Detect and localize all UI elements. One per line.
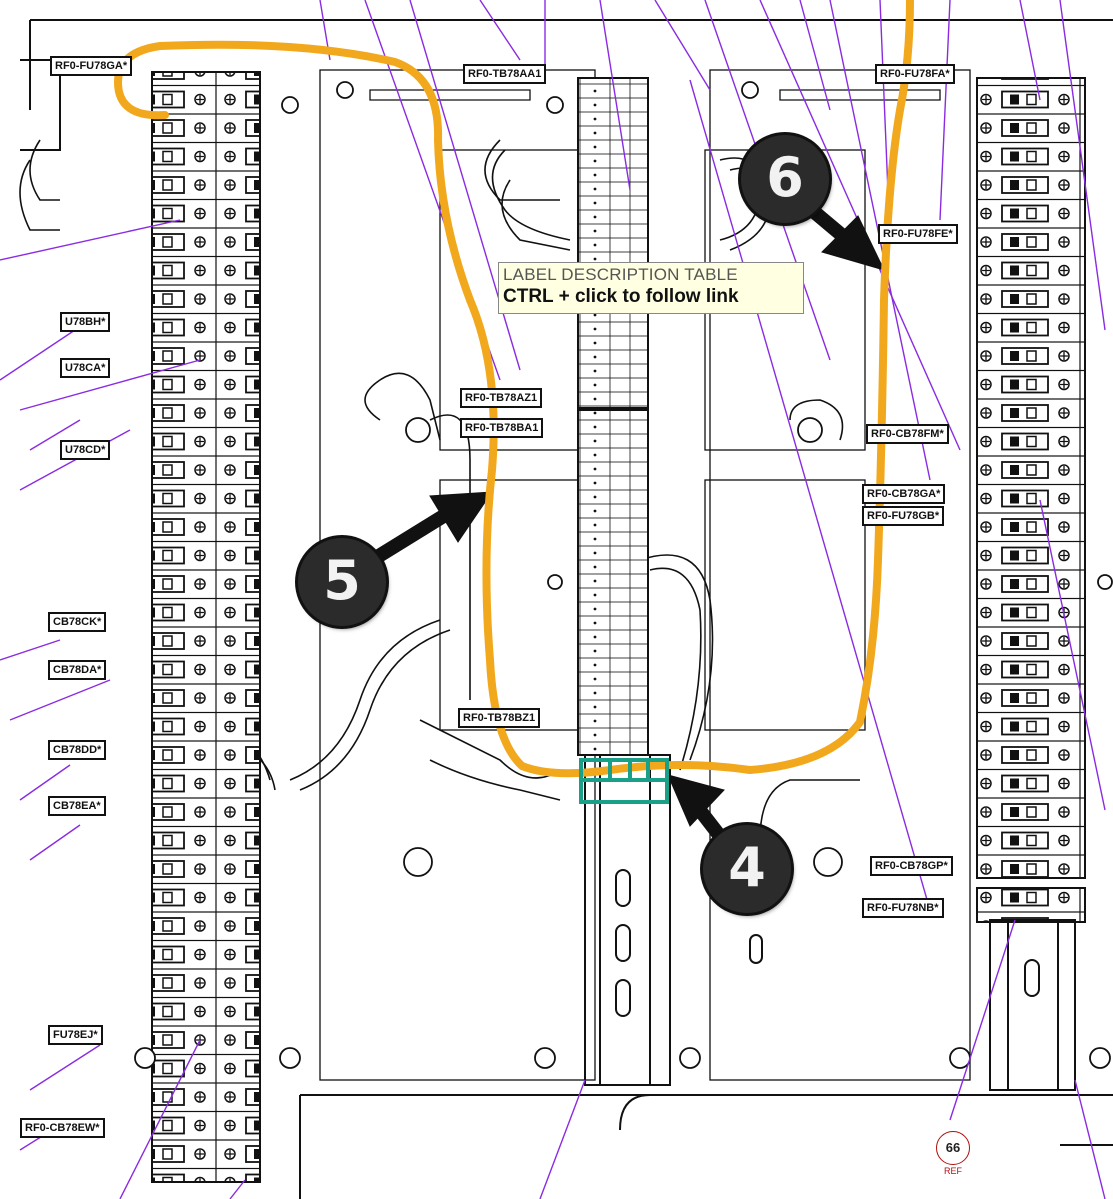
component-tag[interactable]: CB78DD* [48,740,107,760]
component-tag[interactable]: RF0-FU78GA* [50,56,133,76]
reference-label: REF [944,1166,962,1176]
component-tag[interactable]: RF0-TB78AA1 [463,64,547,84]
terminal-block-center-lower [577,409,649,756]
panel-outline [20,19,1113,1199]
component-tag[interactable]: RF0-FU78FA* [875,64,955,84]
component-tag[interactable]: RF0-TB78BZ1 [458,708,541,728]
component-tag[interactable]: CB78CK* [48,612,107,632]
din-clip-highlight [579,758,669,804]
terminal-strip-right [976,77,1086,879]
callout-5: 5 [298,538,386,626]
component-tag[interactable]: RF0-CB78FM* [866,424,949,444]
link-tooltip: LABEL DESCRIPTION TABLE CTRL + click to … [498,262,804,314]
din-rail-center [584,754,671,1086]
component-tag[interactable]: U78CA* [60,358,111,378]
cable-route-highlight [114,0,914,778]
din-rail-right [989,919,1076,1091]
terminal-block-center-upper [577,77,649,409]
callout-6: 6 [741,135,829,223]
component-tag[interactable]: RF0-TB78BA1 [460,418,544,438]
component-tag[interactable]: U78CD* [60,440,111,460]
component-tag[interactable]: CB78DA* [48,660,107,680]
tooltip-title: LABEL DESCRIPTION TABLE [503,265,738,284]
component-tag[interactable]: RF0-CB78EW* [20,1118,105,1138]
reference-number: 66 [936,1131,970,1165]
component-tag[interactable]: RF0-FU78NB* [862,898,944,918]
component-tag[interactable]: RF0-FU78GB* [862,506,945,526]
component-tag[interactable]: RF0-CB78GA* [862,484,946,504]
reference-marker[interactable]: 66 REF [935,1131,971,1176]
slot-hole [749,934,763,964]
component-tag[interactable]: FU78EJ* [48,1025,103,1045]
mounting-screws [134,81,1113,1069]
component-tag[interactable]: RF0-CB78GP* [870,856,953,876]
component-tag[interactable]: U78BH* [60,312,111,332]
terminal-strip-left [151,71,261,1183]
tooltip-hint: CTRL + click to follow link [503,286,739,307]
terminal-block-right-end [976,887,1086,923]
component-tag[interactable]: CB78EA* [48,796,106,816]
callout-4: 4 [703,825,791,913]
component-tag[interactable]: RF0-FU78FE* [878,224,958,244]
component-tag[interactable]: RF0-TB78AZ1 [460,388,543,408]
